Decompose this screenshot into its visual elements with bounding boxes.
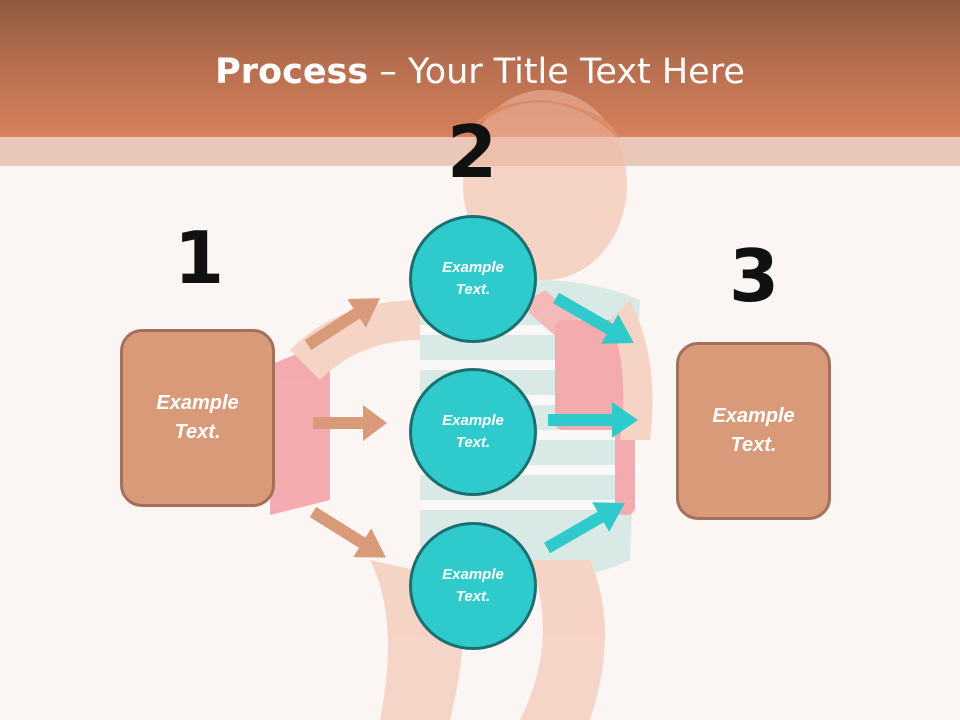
arrow-right-middle	[548, 402, 638, 438]
step-3-text-line2: Text.	[730, 434, 777, 456]
arrow-left-middle	[313, 405, 387, 441]
step-1-number: 1	[173, 216, 225, 300]
step-2-number: 2	[446, 110, 498, 194]
step-1-text-line2: Text.	[174, 421, 221, 443]
circle-2-text-line1: Example	[442, 411, 504, 429]
arrow-left-top	[304, 298, 381, 351]
title-rest: – Your Title Text Here	[368, 52, 745, 92]
step-3-number: 3	[728, 234, 780, 318]
arrow-right-bottom	[544, 502, 625, 554]
step-1-text-line1: Example	[156, 392, 239, 414]
arrow-left-bottom	[309, 506, 386, 558]
step-3-text-line1: Example	[712, 405, 795, 427]
title-bold: Process	[215, 52, 369, 92]
circle-1-text-line2: Text.	[455, 281, 491, 298]
circle-1-text-line1: Example	[442, 258, 504, 276]
slide-title: Process – Your Title Text Here	[0, 52, 960, 92]
circle-3-text-line1: Example	[442, 565, 504, 583]
circle-2-text-line2: Text.	[455, 434, 491, 451]
arrow-right-top	[553, 292, 634, 344]
circle-3-text-line2: Text.	[455, 588, 491, 605]
